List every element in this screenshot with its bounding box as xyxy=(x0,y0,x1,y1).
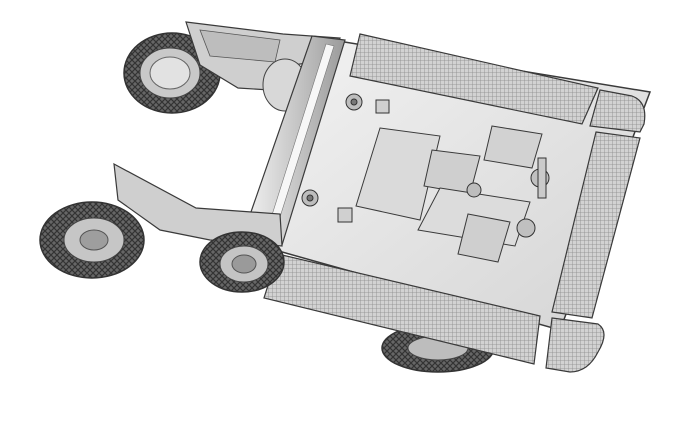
wheel-front-right xyxy=(199,231,285,293)
mesh-grille-corner-top xyxy=(589,89,646,133)
mesh-grille-top xyxy=(349,33,599,125)
deck-hatches xyxy=(355,125,543,263)
deck-fittings xyxy=(301,93,550,238)
mesh-grille-corner-bottom xyxy=(545,317,605,373)
mesh-grille-right xyxy=(551,131,641,319)
wheel-front-left xyxy=(39,201,145,279)
